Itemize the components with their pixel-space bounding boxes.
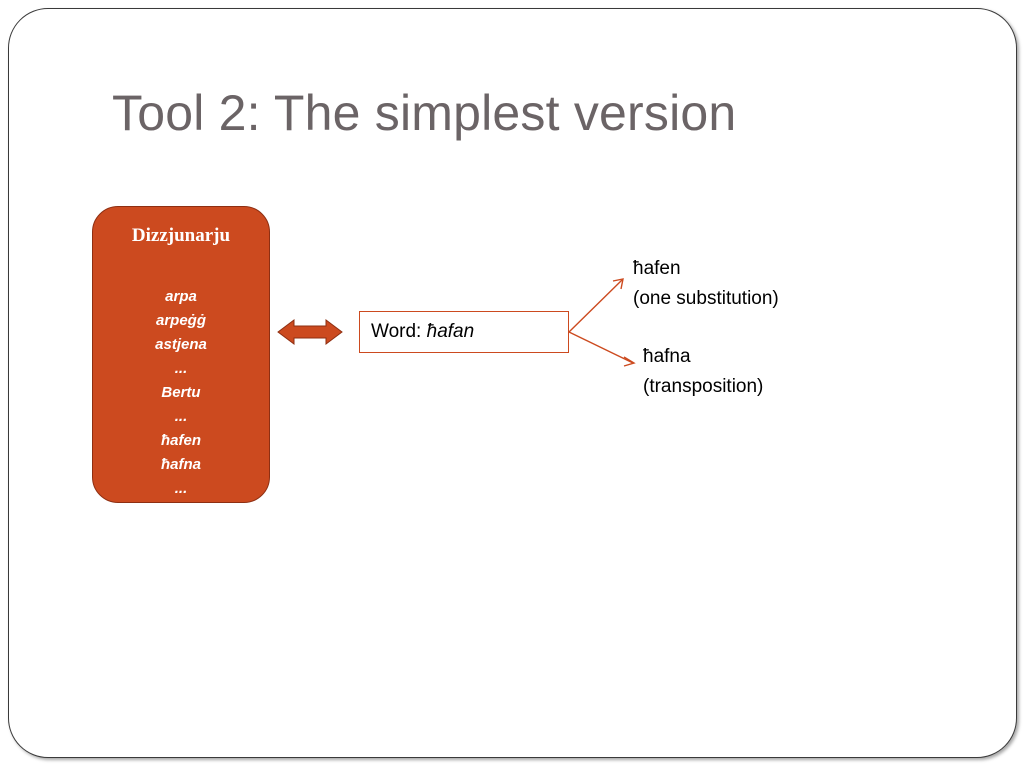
word-label: Word: <box>371 321 422 342</box>
word-input-box: Word: ħafan <box>359 311 569 353</box>
dictionary-title: Dizzjunarju <box>131 225 231 246</box>
arrowhead-down-icon <box>623 356 636 367</box>
result-word: ħafen <box>633 258 681 279</box>
branch-arrow-up <box>568 279 623 333</box>
branch-arrow-down <box>568 331 634 364</box>
result-word: ħafna <box>643 346 691 367</box>
dictionary-box: Dizzjunarju arpa arpeġġ astjena ... Bert… <box>92 206 270 503</box>
double-arrow-icon <box>277 319 343 345</box>
dictionary-entry: ... <box>174 480 188 497</box>
word-value: ħafan <box>426 321 475 342</box>
dictionary-entry: ... <box>174 408 188 425</box>
result-note: (transposition) <box>643 376 764 397</box>
dictionary-entry: astjena <box>155 336 207 353</box>
result-substitution: ħafen (one substitution) <box>633 254 779 314</box>
result-transposition: ħafna (transposition) <box>643 342 763 402</box>
dictionary-entry-list: arpa arpeġġ astjena ... Bertu ... ħafen … <box>93 285 269 501</box>
dictionary-entry: ħafna <box>160 456 201 473</box>
dictionary-entry: arpeġġ <box>155 312 206 329</box>
slide-title: Tool 2: The simplest version <box>112 85 737 141</box>
arrowhead-up-icon <box>612 278 624 290</box>
dictionary-entry: Bertu <box>161 384 201 401</box>
dictionary-entry: ħafen <box>160 432 201 449</box>
dictionary-entry: ... <box>174 360 188 377</box>
dictionary-entry: arpa <box>165 288 197 305</box>
result-note: (one substitution) <box>633 288 779 309</box>
